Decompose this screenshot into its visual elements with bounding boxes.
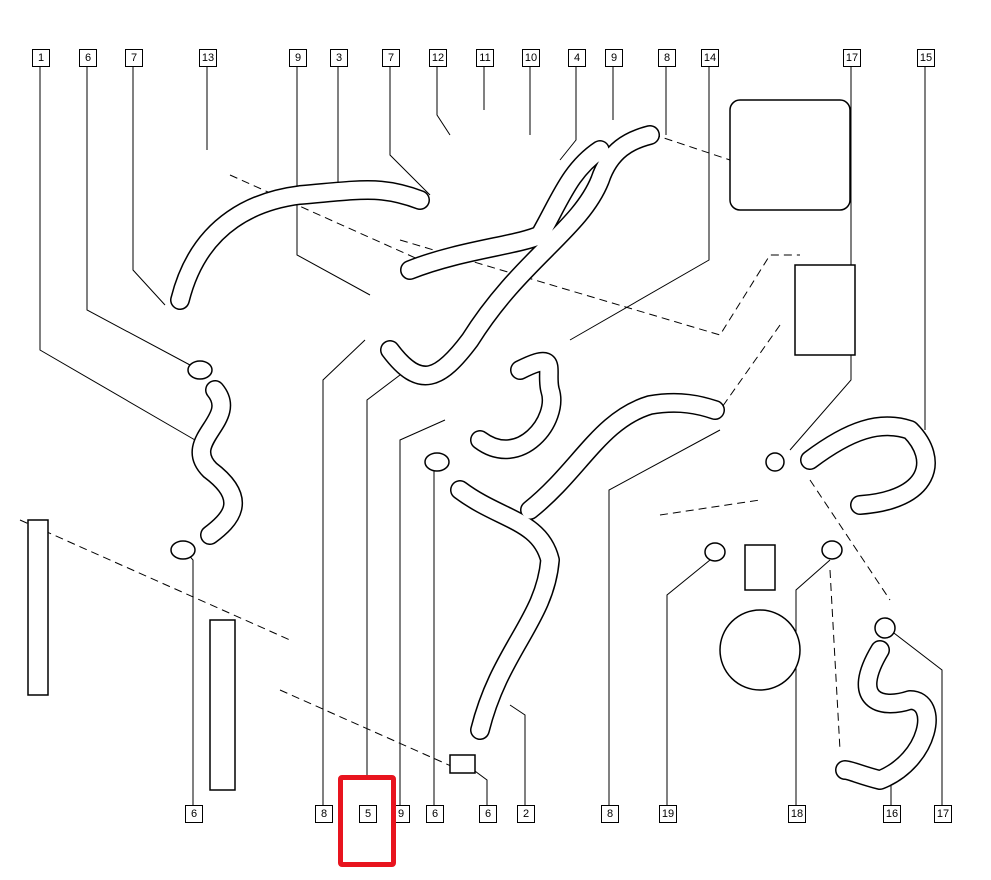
leader-lines [39,66,943,805]
callout-label: 7 [125,49,143,67]
pump [719,609,801,691]
callout-label: 17 [843,49,861,67]
clamp [424,452,450,472]
thermostat-housing [744,544,776,591]
radiator-left [27,519,49,696]
callout-label: 15 [917,49,935,67]
highlight-box [338,775,396,867]
callout-label: 13 [199,49,217,67]
callout-label: 17 [934,805,952,823]
callout-label-highlighted: 5 [359,805,377,823]
callout-label: 8 [658,49,676,67]
callout-label: 6 [479,805,497,823]
callout-label: 10 [522,49,540,67]
engine-block [729,99,851,211]
callout-label: 8 [601,805,619,823]
radiator-right [209,619,236,791]
callout-label: 16 [883,805,901,823]
callout-label: 14 [701,49,719,67]
callout-label: 2 [517,805,535,823]
callout-label: 7 [382,49,400,67]
connector [765,452,785,472]
callout-label: 1 [32,49,50,67]
components [27,99,896,791]
clamp [821,540,843,560]
callout-label: 11 [476,49,494,67]
callout-label: 9 [289,49,307,67]
callout-label: 3 [330,49,348,67]
callout-label: 6 [185,805,203,823]
expansion-tank [794,264,856,356]
clamp [187,360,213,380]
clamp [704,542,726,562]
callout-label: 8 [315,805,333,823]
callout-label: 12 [429,49,447,67]
callout-label: 18 [788,805,806,823]
callout-label: 6 [426,805,444,823]
callout-label: 6 [79,49,97,67]
callout-label: 4 [568,49,586,67]
hoses [170,125,937,790]
callout-label: 19 [659,805,677,823]
callout-label: 9 [392,805,410,823]
clamp [170,540,196,560]
callout-label: 9 [605,49,623,67]
connector [874,617,896,639]
sleeve [449,754,476,774]
